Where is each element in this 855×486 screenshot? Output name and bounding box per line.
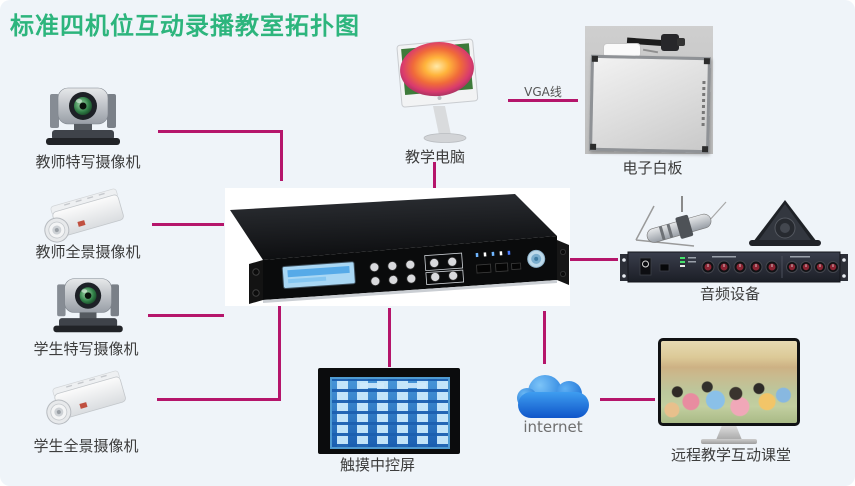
node-student-panorama-camera bbox=[40, 368, 132, 432]
board-button-strip bbox=[701, 78, 706, 127]
node-audio-equipment bbox=[620, 194, 848, 292]
ptz-camera-icon bbox=[53, 278, 123, 333]
connection-line bbox=[152, 223, 224, 226]
audio-equipment-icon bbox=[620, 196, 848, 283]
label-whiteboard: 电子白板 bbox=[622, 159, 683, 177]
label-audio-equipment: 音频设备 bbox=[699, 285, 760, 303]
node-remote-classroom bbox=[656, 336, 804, 446]
label-teacher-panorama-camera: 教师全景摄像机 bbox=[35, 243, 141, 261]
connection-line bbox=[158, 130, 282, 133]
cloud-icon bbox=[518, 392, 589, 418]
projector-head-icon bbox=[661, 34, 679, 51]
connection-line bbox=[543, 311, 546, 364]
connection-line bbox=[388, 308, 391, 367]
connection-line bbox=[568, 258, 618, 261]
node-student-closeup-camera bbox=[44, 274, 134, 340]
classroom-photo bbox=[661, 341, 797, 423]
board-corner bbox=[590, 143, 597, 150]
board-corner bbox=[703, 58, 710, 65]
touch-panel-header bbox=[360, 383, 384, 388]
node-whiteboard bbox=[585, 26, 713, 154]
label-internet: internet bbox=[523, 418, 583, 436]
projector-mount-icon bbox=[677, 38, 685, 46]
node-internet bbox=[516, 372, 592, 422]
label-vga-cable: VGA线 bbox=[524, 85, 562, 99]
label-student-closeup-camera: 学生特写摄像机 bbox=[33, 340, 139, 358]
label-student-panorama-camera: 学生全景摄像机 bbox=[33, 437, 139, 455]
conference-mic-icon bbox=[749, 200, 821, 246]
connection-line bbox=[600, 398, 655, 401]
ptz-camera-icon bbox=[46, 87, 120, 145]
node-touch-panel bbox=[318, 368, 460, 454]
monitor-base-icon bbox=[701, 439, 757, 444]
board-corner bbox=[702, 146, 709, 153]
whiteboard-icon bbox=[589, 54, 711, 154]
node-teaching-computer bbox=[393, 38, 485, 152]
stylus-icon bbox=[642, 48, 659, 54]
connection-line bbox=[157, 398, 281, 401]
node-recording-host bbox=[225, 188, 570, 310]
label-teaching-computer: 教学电脑 bbox=[404, 148, 465, 166]
recorder-host-image bbox=[225, 188, 570, 306]
connection-line bbox=[433, 162, 436, 190]
board-corner bbox=[591, 55, 598, 62]
box-camera-icon bbox=[44, 188, 124, 243]
connection-line bbox=[278, 303, 281, 401]
audio-rack-icon bbox=[620, 251, 848, 283]
node-teacher-panorama-camera bbox=[38, 186, 130, 250]
label-teacher-closeup-camera: 教师特写摄像机 bbox=[35, 153, 141, 171]
page-title: 标准四机位互动录播教室拓扑图 bbox=[10, 12, 360, 40]
monitor-stand-icon bbox=[716, 426, 742, 440]
connection-line bbox=[280, 130, 283, 181]
computer-icon bbox=[396, 38, 479, 143]
label-remote-classroom: 远程教学互动课堂 bbox=[670, 446, 791, 464]
connection-line-vga bbox=[508, 99, 578, 102]
touch-panel-screen-icon bbox=[330, 377, 450, 449]
monitor-icon bbox=[658, 338, 800, 426]
label-touch-panel: 触摸中控屏 bbox=[339, 456, 415, 474]
touch-panel-header bbox=[408, 383, 426, 388]
hanging-mic-icon bbox=[635, 196, 727, 247]
node-teacher-closeup-camera bbox=[36, 84, 132, 152]
box-camera-icon bbox=[46, 370, 126, 425]
connection-line bbox=[148, 314, 224, 317]
